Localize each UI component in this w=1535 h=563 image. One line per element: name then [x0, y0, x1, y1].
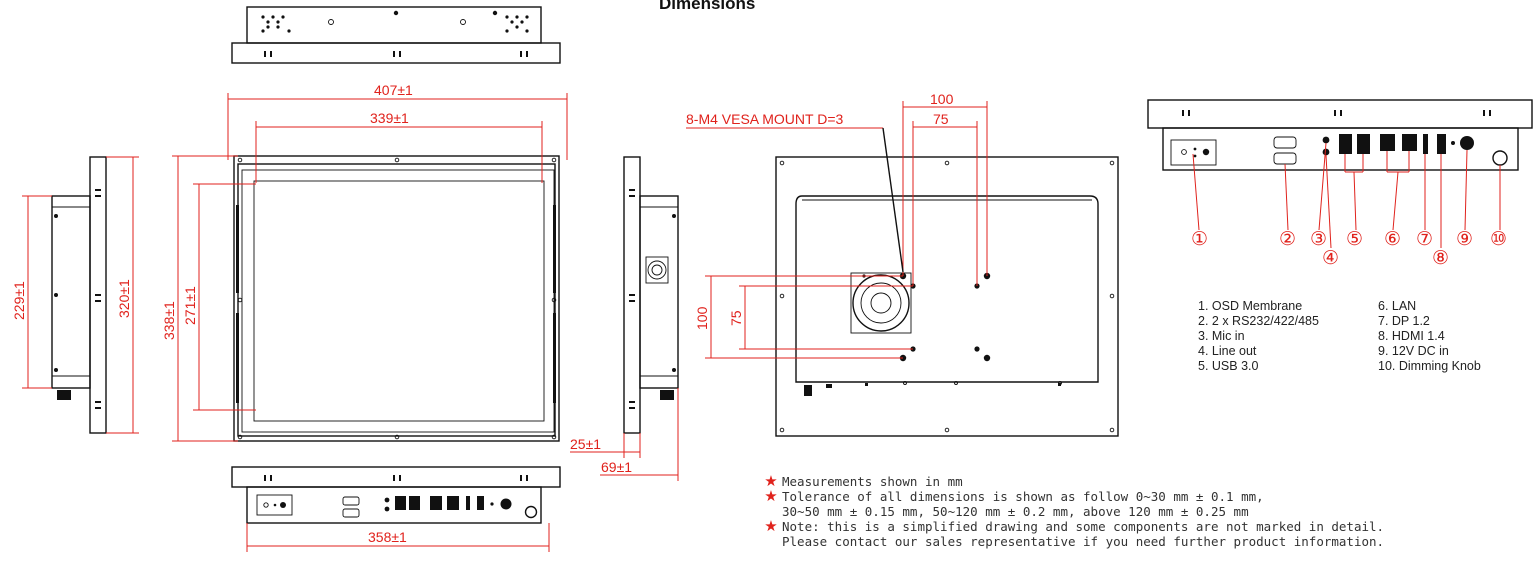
callout-7: ⑦	[1416, 229, 1433, 250]
right-side-view	[623, 156, 679, 434]
front-dimensions	[172, 93, 568, 442]
legend-item: 2. 2 x RS232/422/485	[1198, 314, 1319, 328]
dim-side-height-inner: 229±1	[11, 281, 27, 320]
callout-4: ④	[1322, 248, 1339, 269]
left-side-view	[51, 156, 107, 434]
vesa-mount-label: 8-M4 VESA MOUNT D=3	[686, 111, 844, 127]
vesa-dimensions	[686, 101, 988, 359]
dim-vesa-h-outer: 100	[930, 91, 954, 107]
star-icon: ★	[764, 517, 778, 535]
front-view	[233, 155, 560, 442]
callout-9: ⑨	[1456, 229, 1473, 250]
page-title: Dimensions	[659, 0, 756, 13]
star-icon: ★	[764, 487, 778, 505]
callout-2: ②	[1279, 229, 1296, 250]
legend-item: 1. OSD Membrane	[1198, 299, 1303, 313]
notes-block: ★ Measurements shown in mm ★ Tolerance of …	[760, 472, 1385, 550]
bottom-dimension	[246, 523, 550, 552]
star-icon: ★	[764, 472, 778, 490]
dim-vesa-h-inner: 75	[933, 111, 949, 127]
dim-height-outer: 338±1	[161, 301, 177, 340]
dim-side-height-outer: 320±1	[116, 279, 132, 318]
bottom-view	[231, 466, 561, 524]
port-legend-right: 6. LAN 7. DP 1.2 8. HDMI 1.4 9. 12V DC i…	[1378, 299, 1481, 374]
callout-6: ⑥	[1384, 229, 1401, 250]
port-legend-left: 1. OSD Membrane 2. 2 x RS232/422/485 3. …	[1198, 299, 1319, 374]
callout-5: ⑤	[1346, 229, 1363, 250]
dim-width-outer: 407±1	[374, 82, 413, 98]
note-line: Tolerance of all dimensions is shown as …	[782, 489, 1264, 504]
legend-item: 7. DP 1.2	[1378, 314, 1430, 328]
depth-dimensions	[570, 388, 679, 481]
dim-vesa-v-outer: 100	[694, 306, 710, 330]
dim-depth-front: 25±1	[570, 436, 601, 452]
dim-width-inner: 339±1	[370, 110, 409, 126]
rear-view	[775, 156, 1119, 437]
callout-8: ⑧	[1432, 248, 1449, 269]
note-line: Note: this is a simplified drawing and s…	[782, 519, 1385, 534]
legend-item: 5. USB 3.0	[1198, 359, 1259, 373]
side-dimensions	[22, 156, 139, 434]
top-view	[231, 6, 561, 64]
callout-1: ①	[1191, 229, 1208, 250]
dim-bottom-width: 358±1	[368, 529, 407, 545]
dim-vesa-v-inner: 75	[728, 310, 744, 326]
legend-item: 6. LAN	[1378, 299, 1417, 313]
legend-item: 8. HDMI 1.4	[1378, 329, 1445, 343]
note-line: Measurements shown in mm	[782, 474, 963, 489]
legend-item: 9. 12V DC in	[1378, 344, 1449, 358]
legend-item: 10. Dimming Knob	[1378, 359, 1481, 373]
legend-item: 3. Mic in	[1198, 329, 1245, 343]
callout-10: ⑩	[1490, 229, 1507, 250]
note-line: 30~50 mm ± 0.15 mm, 50~120 mm ± 0.2 mm, …	[782, 504, 1249, 519]
dim-depth-total: 69±1	[601, 459, 632, 475]
note-line: Please contact our sales representative …	[782, 534, 1385, 549]
legend-item: 4. Line out	[1198, 344, 1257, 358]
io-panel-view	[1147, 99, 1533, 249]
dim-height-inner: 271±1	[182, 286, 198, 325]
callout-3: ③	[1310, 229, 1327, 250]
